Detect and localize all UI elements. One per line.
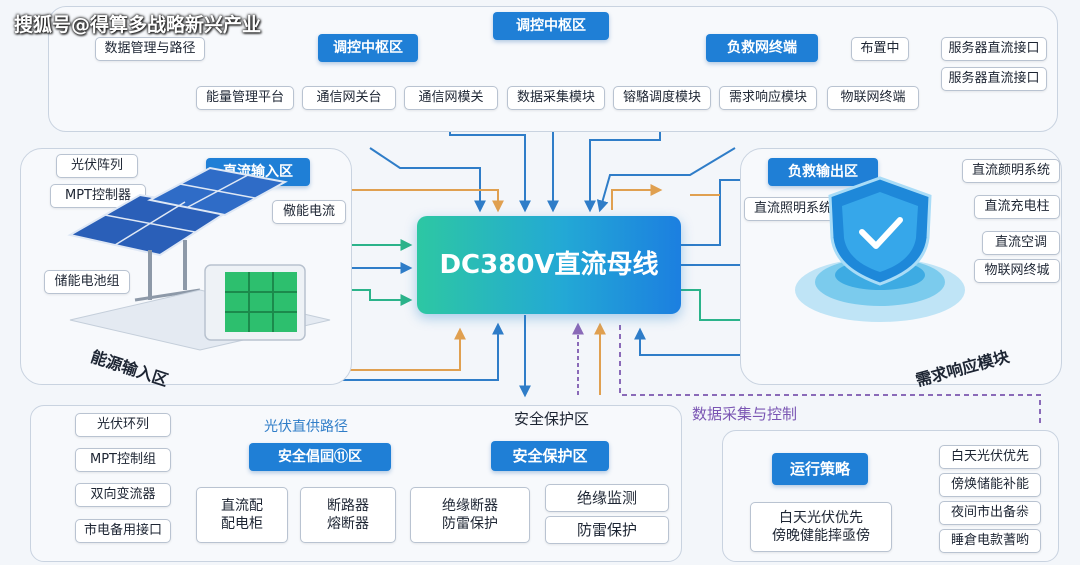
- pv-direct-path-label: 光伏直供路径: [264, 419, 348, 435]
- lighting-system-box[interactable]: 直流照明系统: [744, 197, 842, 221]
- battery-pack-box[interactable]: 储能电池组: [44, 270, 130, 294]
- module-dispatch[interactable]: 镕駱调度模块: [613, 86, 711, 110]
- strategy-item-night-grid[interactable]: 夜间市出备尜: [939, 501, 1041, 525]
- load-item-ac[interactable]: 直流空调: [982, 231, 1060, 255]
- module-energy-platform[interactable]: 能量管理平台: [196, 86, 294, 110]
- module-demand-response[interactable]: 需求响应模块: [719, 86, 817, 110]
- strategy-summary-line1: 白天光伏优先: [779, 510, 863, 526]
- module-data-acquisition[interactable]: 数据采集模块: [507, 86, 605, 110]
- safety-zone-label: 安全保护区: [514, 410, 590, 428]
- dc-cabinet-line1: 直流配: [221, 498, 263, 514]
- mpt-controller-box[interactable]: MPT控制器: [50, 184, 146, 208]
- hub-button[interactable]: 调控中枢区: [318, 34, 418, 62]
- insulation-line1: 绝缘断器: [442, 498, 498, 514]
- insulation-monitor-box[interactable]: 绝缘监测: [545, 484, 669, 512]
- pv-ring-box[interactable]: 光伏环列: [75, 413, 171, 437]
- breaker-box[interactable]: 断路器 熔断器: [300, 487, 396, 543]
- module-iot-terminal[interactable]: 物联网终端: [827, 86, 919, 110]
- watermark-text: 搜狐号@得算多战略新兴产业: [14, 14, 262, 36]
- server-interface-1[interactable]: 服务器直流接口: [941, 37, 1047, 61]
- dc-cabinet-box[interactable]: 直流配 配电柜: [196, 487, 288, 543]
- strategy-title[interactable]: 运行策略: [772, 453, 868, 485]
- server-interface-2[interactable]: 服务器直流接口: [941, 67, 1047, 91]
- top-zone-title[interactable]: 调控中枢区: [493, 12, 609, 40]
- load-output-zone-title[interactable]: 负救输出区: [768, 158, 878, 186]
- load-item-lighting[interactable]: 直流颜明系统: [962, 159, 1060, 183]
- dc-input-zone-title[interactable]: 直流输入区: [206, 158, 310, 186]
- load-item-charging[interactable]: 直流充电柱: [974, 195, 1060, 219]
- data-management-box[interactable]: 数据管理与路径: [95, 37, 205, 61]
- lightning-protection-box[interactable]: 防雷保护: [545, 516, 669, 544]
- storage-current-box[interactable]: 儆能电流: [272, 200, 346, 224]
- pv-array-box[interactable]: 光伏阵列: [56, 154, 138, 178]
- module-gateway[interactable]: 通信网关台: [302, 86, 396, 110]
- mid-label-box[interactable]: 布置中: [851, 37, 909, 61]
- breaker-line2: 熔断器: [327, 516, 369, 532]
- data-control-label: 数据采集与控制: [692, 405, 798, 423]
- safety-zone-title[interactable]: 安全保护区: [491, 441, 609, 471]
- strategy-summary-line2: 傍晚健能摔亟傍: [772, 528, 870, 544]
- insulation-breaker-box[interactable]: 绝缘断器 防雷保护: [410, 487, 530, 543]
- breaker-line1: 断路器: [327, 498, 369, 514]
- module-network[interactable]: 通信网模关: [404, 86, 498, 110]
- dc-bus-block[interactable]: DC380V直流母线: [417, 216, 681, 314]
- safety-zone-title-left[interactable]: 安全倡囸⑪区: [249, 443, 391, 471]
- strategy-item-sleep-mode[interactable]: 睡倉电款蓍哟: [939, 529, 1041, 553]
- mpt-control-group-box[interactable]: MPT控制组: [75, 448, 171, 472]
- dc-cabinet-line2: 配电柜: [221, 516, 263, 532]
- strategy-item-evening-storage[interactable]: 傍焕储能补能: [939, 473, 1041, 497]
- load-terminal-button[interactable]: 负救网终端: [706, 34, 818, 62]
- grid-backup-interface-box[interactable]: 市电备用接口: [75, 519, 171, 543]
- strategy-summary-box[interactable]: 白天光伏优先 傍晚健能摔亟傍: [750, 502, 892, 552]
- load-item-iot[interactable]: 物联网终城: [974, 259, 1060, 283]
- strategy-item-daytime-pv[interactable]: 白天光伏优先: [939, 445, 1041, 469]
- insulation-line2: 防雷保护: [442, 516, 498, 532]
- bidirectional-converter-box[interactable]: 双向变流器: [75, 483, 171, 507]
